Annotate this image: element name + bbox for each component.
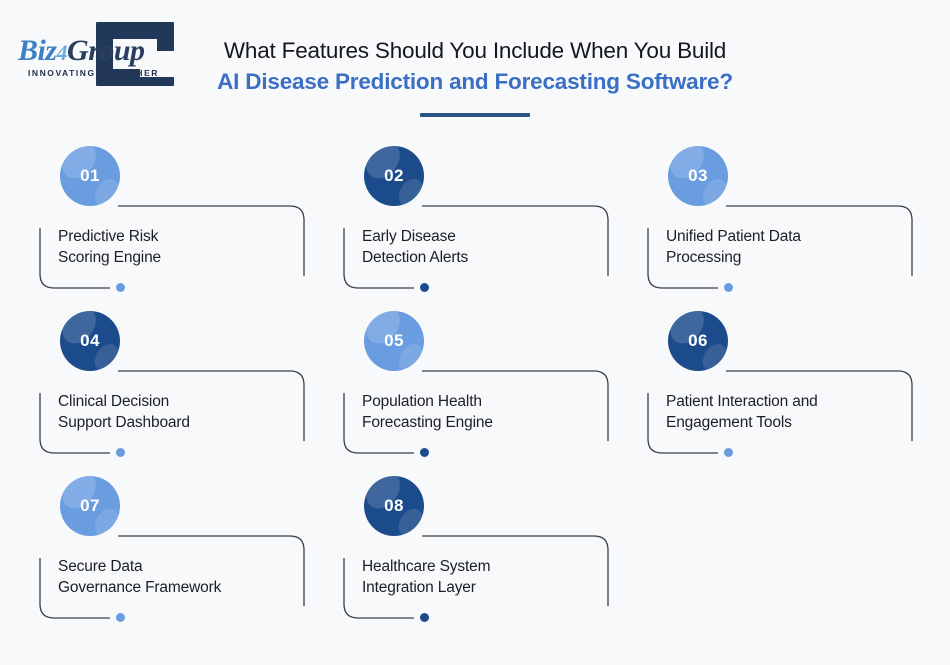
card-number-text: 03 <box>688 166 708 185</box>
card-number-circle: 01 <box>60 146 120 206</box>
card-label-line-1: Predictive Risk <box>58 228 159 245</box>
card-label-line-1: Clinical Decision <box>58 393 170 410</box>
card-number-text: 06 <box>688 331 708 350</box>
card-accent-dot <box>116 613 125 622</box>
bracket-square-icon <box>96 22 174 86</box>
card-outline <box>39 535 305 619</box>
card-label-line-2: Processing <box>666 249 742 266</box>
card-accent-dot <box>724 448 733 457</box>
card-number-circle: 06 <box>668 311 728 371</box>
card-label-line-2: Support Dashboard <box>58 414 190 431</box>
card-outline <box>343 370 609 454</box>
card-accent-dot <box>420 448 429 457</box>
card-label-line-2: Forecasting Engine <box>362 414 493 431</box>
card-number-circle: 05 <box>364 311 424 371</box>
page-title: What Features Should You Include When Yo… <box>175 36 775 97</box>
logo-word-biz: Biz <box>18 34 57 67</box>
card-label-line-2: Detection Alerts <box>362 249 469 266</box>
logo-tagline: INNOVATING TOGETHER <box>28 68 159 78</box>
card-label-line-1: Population Health <box>362 393 482 410</box>
card-label-line-1: Unified Patient Data <box>666 228 801 245</box>
card-number-circle: 07 <box>60 476 120 536</box>
card-label-line-1: Secure Data <box>58 558 143 575</box>
card-label-line-2: Engagement Tools <box>666 414 792 431</box>
card-number-circle: 02 <box>364 146 424 206</box>
title-underline-rule <box>420 113 530 117</box>
card-number-circle: 03 <box>668 146 728 206</box>
card-accent-dot <box>116 448 125 457</box>
card-accent-dot <box>724 283 733 292</box>
card-label-line-2: Scoring Engine <box>58 249 162 266</box>
card-outline <box>39 370 305 454</box>
card-number-circle: 08 <box>364 476 424 536</box>
header: Biz4Group INNOVATING TOGETHER What Featu… <box>0 0 950 130</box>
card-label-line-1: Early Disease <box>362 228 456 245</box>
logo-wordmark: Biz4Group <box>18 34 148 68</box>
card-outline <box>39 205 305 289</box>
card-number-text: 08 <box>384 496 404 515</box>
card-number-text: 02 <box>384 166 404 185</box>
card-number-text: 07 <box>80 496 100 515</box>
card-outline <box>343 535 609 619</box>
title-line-1: What Features Should You Include When Yo… <box>223 38 727 63</box>
card-label-line-2: Integration Layer <box>362 579 476 596</box>
card-number-circle: 04 <box>60 311 120 371</box>
card-accent-dot <box>420 283 429 292</box>
card-accent-dot <box>116 283 125 292</box>
logo-word-group: Group <box>67 34 145 67</box>
card-label-line-1: Healthcare System <box>362 558 491 575</box>
card-outline <box>647 370 913 454</box>
card-accent-dot <box>420 613 429 622</box>
brand-logo[interactable]: Biz4Group INNOVATING TOGETHER <box>18 18 183 90</box>
card-number-text: 01 <box>80 166 100 185</box>
logo-word-4: 4 <box>56 40 68 65</box>
card-outline <box>343 205 609 289</box>
card-label-line-2: Governance Framework <box>58 579 222 596</box>
title-line-2: AI Disease Prediction and Forecasting So… <box>217 69 733 94</box>
card-label-line-1: Patient Interaction and <box>666 393 818 410</box>
card-number-text: 04 <box>80 331 100 350</box>
card-outline <box>647 205 913 289</box>
card-number-text: 05 <box>384 331 404 350</box>
